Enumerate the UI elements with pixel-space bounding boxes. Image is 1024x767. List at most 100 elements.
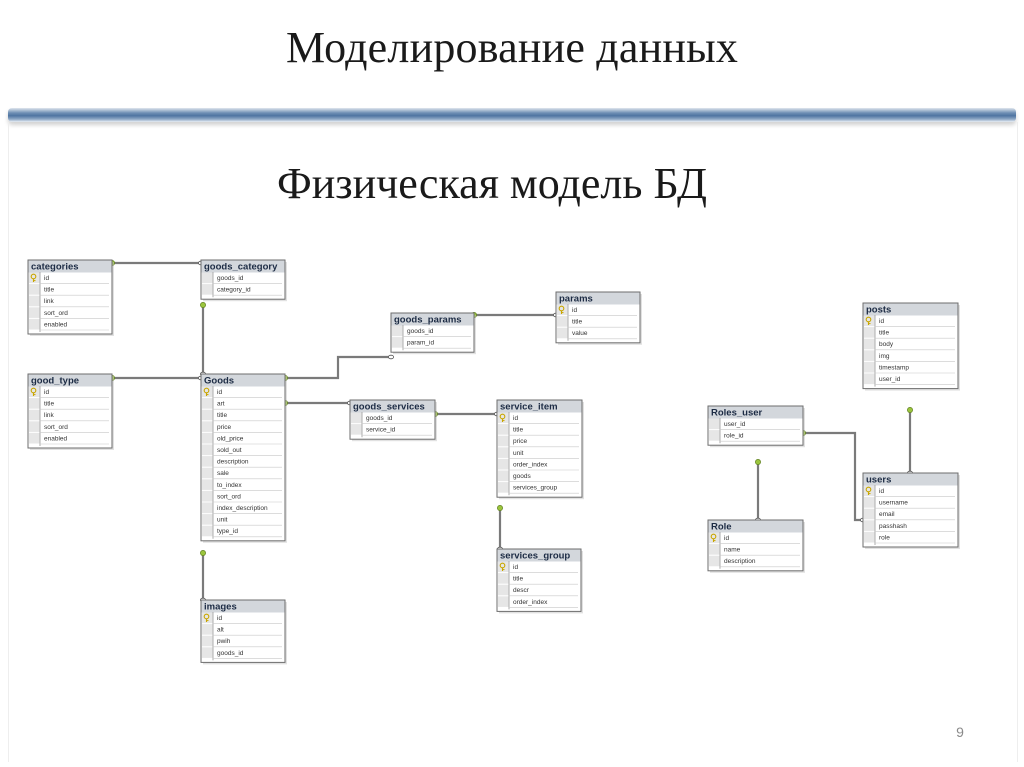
table-column: alt [217,627,224,634]
table-column: email [879,511,895,518]
relationship-service_item-to-services_group [496,505,503,552]
table-column: enabled [44,321,68,328]
table-column: goods_id [217,650,244,657]
table-header [863,473,958,486]
table-column: unit [513,450,524,457]
table-title: Role [711,522,732,533]
table-column: user_id [879,376,901,383]
table-column: to_index [217,482,242,489]
table-title: posts [866,305,891,316]
table-frame [200,373,286,542]
table-column: sale [217,470,229,477]
table-column: title [44,401,55,408]
row-selector [864,497,875,508]
table-column: index_description [217,505,268,512]
row-selector [864,315,875,327]
one-end-marker [200,550,206,556]
row-selector [202,421,213,432]
relationship-goods_category-to-goods [199,302,206,377]
row-selector [202,514,213,525]
table-column: body [879,341,894,348]
table-title: images [204,602,237,613]
row-selector [202,502,213,514]
table-column: order_index [513,599,548,606]
row-selector [864,531,875,543]
row-selector [202,479,213,490]
row-selector [351,424,362,435]
relationship-goods-to-goods_params [282,354,394,381]
row-selector [202,490,213,502]
table-goods[interactable]: Goodsidarttitlepriceold_pricesold_outdes… [200,373,287,543]
row-selector [29,432,40,444]
primary-key-icon [203,387,210,396]
row-selector [202,284,213,295]
row-selector [29,421,40,432]
table-column: id [44,389,49,396]
row-selector [864,327,875,338]
row-selector [202,525,213,537]
table-column: pwih [217,638,231,645]
table-column: service_id [366,427,396,434]
row-selector [498,470,509,482]
table-header [201,374,285,387]
page-number: 9 [956,724,964,740]
table-column: sold_out [217,447,242,454]
row-selector [29,284,40,295]
row-selector [864,373,875,385]
row-selector [392,337,403,348]
table-column: role [879,534,890,541]
row-selector [29,318,40,330]
table-column: id [217,389,222,396]
table-title: Goods [204,376,234,387]
table-column: services_group [513,485,557,492]
table-column: price [217,424,231,431]
table-frame [862,302,959,390]
row-selector [498,573,509,584]
row-selector [202,432,213,444]
table-column: name [724,547,741,554]
table-title: categories [31,262,79,273]
row-selector [498,447,509,458]
primary-key-icon [865,316,872,325]
primary-key-icon [499,562,506,571]
table-header [708,520,803,533]
row-selector [709,555,720,567]
relationship-good_type-to-goods [109,375,204,381]
primary-key-icon [203,613,210,622]
table-column: id [879,318,884,325]
row-selector [498,412,509,424]
row-selector [864,338,875,350]
row-selector [709,544,720,555]
table-column: sort_ord [217,493,241,500]
table-column: id [513,564,518,571]
primary-key-icon [499,413,506,422]
table-service_item[interactable]: service_itemidtitlepriceunitorder_indexg… [496,399,584,500]
primary-key-icon [865,486,872,495]
table-header [708,406,803,419]
relationship-posts-to-users [907,407,914,476]
row-selector [29,272,40,284]
row-selector [498,424,509,435]
connector-line [285,355,391,380]
row-selector [202,624,213,635]
table-column: goods_id [407,328,434,335]
one-end-marker [497,505,503,511]
row-selector [864,508,875,520]
table-title: service_item [500,402,558,413]
table-column: description [724,558,756,565]
table-column: sort_ord [44,424,68,431]
